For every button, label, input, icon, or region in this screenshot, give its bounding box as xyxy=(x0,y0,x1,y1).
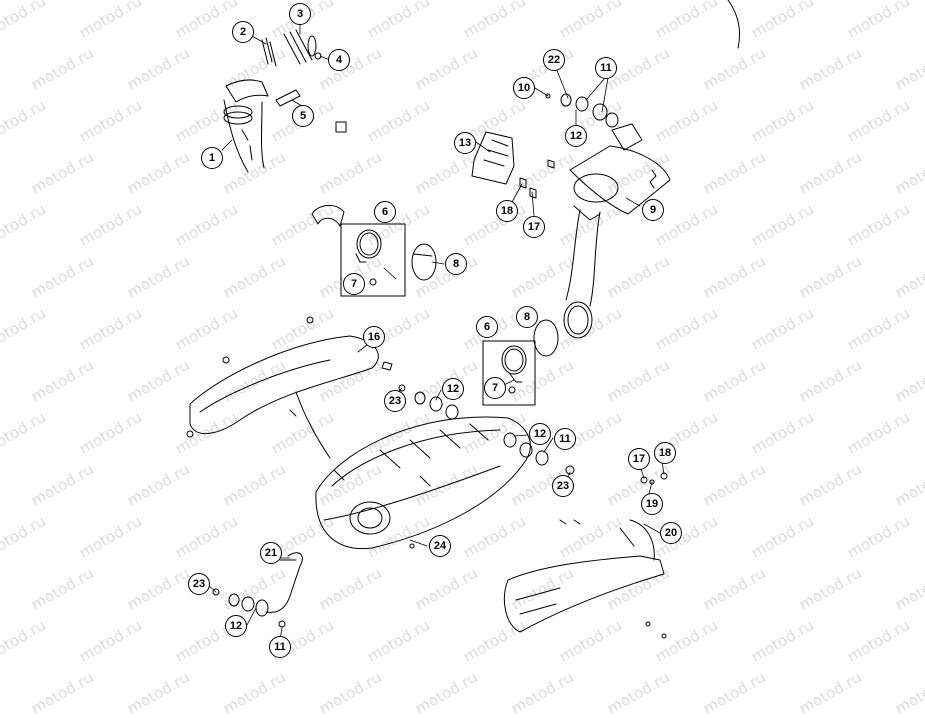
screw-part-4 xyxy=(314,52,322,60)
bracket-part-21 xyxy=(212,552,303,628)
callout-2[interactable]: 2 xyxy=(232,21,254,43)
sleeve-part-3 xyxy=(283,29,317,65)
callout-20[interactable]: 20 xyxy=(660,522,682,544)
callout-23b[interactable]: 23 xyxy=(552,475,574,497)
clamp-kit-box-1 xyxy=(340,223,406,297)
heat-shield-part-9 xyxy=(569,123,671,221)
callout-11a[interactable]: 11 xyxy=(595,57,617,79)
top-right-fragment xyxy=(727,0,741,49)
callout-1[interactable]: 1 xyxy=(201,147,223,169)
parts-drawing xyxy=(186,0,741,641)
callout-22[interactable]: 22 xyxy=(543,49,565,71)
callout-18b[interactable]: 18 xyxy=(654,442,676,464)
callout-12b[interactable]: 12 xyxy=(442,378,464,400)
callout-11b[interactable]: 11 xyxy=(554,428,576,450)
callout-18a[interactable]: 18 xyxy=(496,200,518,222)
callout-6b[interactable]: 6 xyxy=(476,316,498,338)
callout-17b[interactable]: 17 xyxy=(628,448,650,470)
callout-12a[interactable]: 12 xyxy=(565,125,587,147)
callout-19[interactable]: 19 xyxy=(641,493,663,515)
callout-16[interactable]: 16 xyxy=(363,326,385,348)
callout-23c[interactable]: 23 xyxy=(188,573,210,595)
callout-7b[interactable]: 7 xyxy=(484,377,506,399)
bracket-part-13 xyxy=(471,131,555,199)
spacer-stack-top xyxy=(545,93,619,128)
downpipe xyxy=(533,209,601,357)
clamp-part-2 xyxy=(261,37,277,67)
callout-7a[interactable]: 7 xyxy=(343,273,365,295)
fasteners-right xyxy=(640,472,668,485)
leader-lines xyxy=(207,21,665,641)
callout-23a[interactable]: 23 xyxy=(384,390,406,412)
intake-pipe-part-1 xyxy=(223,79,269,173)
callout-4[interactable]: 4 xyxy=(328,49,350,71)
callout-17a[interactable]: 17 xyxy=(523,216,545,238)
callout-5[interactable]: 5 xyxy=(292,105,314,127)
callout-10[interactable]: 10 xyxy=(513,77,535,99)
callout-9[interactable]: 9 xyxy=(642,199,664,221)
callout-12c[interactable]: 12 xyxy=(529,423,551,445)
heat-shield-part-16 xyxy=(186,316,393,438)
silencer-part-20 xyxy=(504,519,667,639)
callout-3[interactable]: 3 xyxy=(289,3,311,25)
half-ring xyxy=(311,205,345,227)
callout-8b[interactable]: 8 xyxy=(516,306,538,328)
callout-12d[interactable]: 12 xyxy=(225,615,247,637)
spacer-stack-mid xyxy=(398,384,575,475)
clamp-kit-box-2 xyxy=(482,340,536,406)
callout-8a[interactable]: 8 xyxy=(445,253,467,275)
gasket-part-8 xyxy=(411,243,437,281)
callout-13[interactable]: 13 xyxy=(454,132,476,154)
callout-11c[interactable]: 11 xyxy=(269,636,291,658)
muffler-part-24 xyxy=(295,391,531,550)
callout-21[interactable]: 21 xyxy=(260,542,282,564)
sensor-part-5 xyxy=(275,89,347,133)
callout-24[interactable]: 24 xyxy=(429,535,451,557)
callout-6a[interactable]: 6 xyxy=(374,201,396,223)
